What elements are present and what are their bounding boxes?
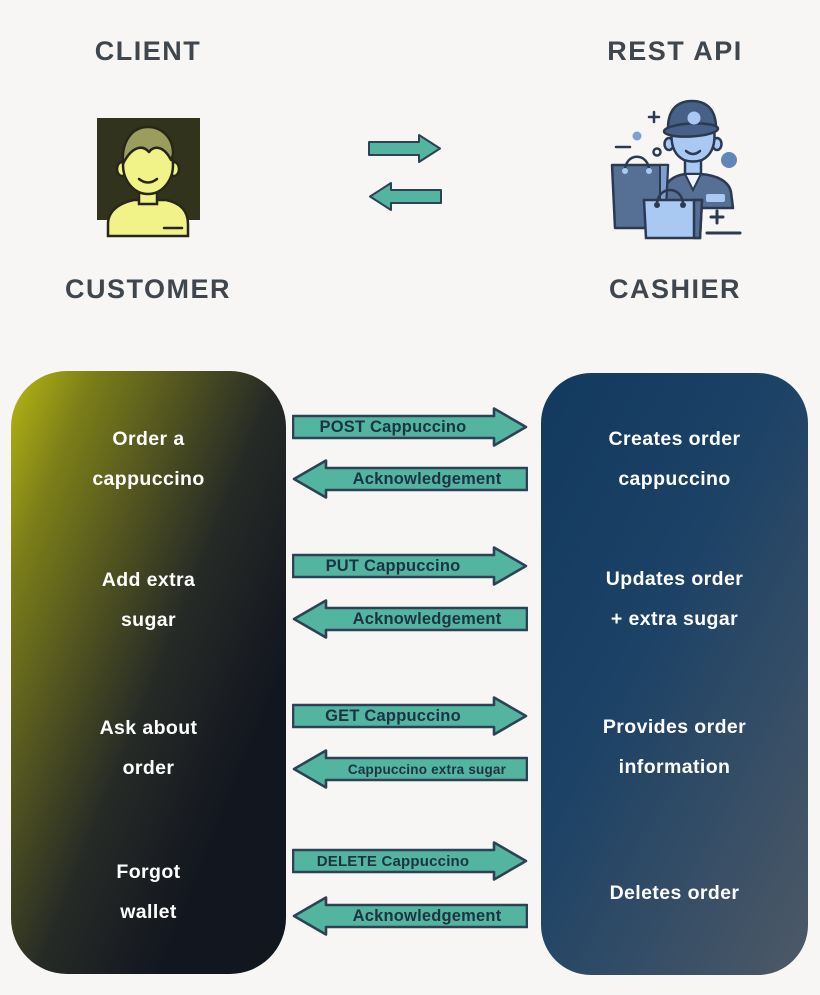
response-arrow-4: Acknowledgement [292, 896, 528, 936]
exchange-arrow-left-icon [369, 182, 442, 211]
arrow-right-shape [292, 407, 528, 447]
customer-action-2: Add extra sugar [11, 560, 286, 640]
request-arrow-get: GET Cappuccino [292, 696, 528, 736]
exchange-arrow-right-icon [368, 134, 441, 163]
customer-heading: CUSTOMER [64, 274, 231, 304]
action-line: wallet [120, 901, 177, 923]
request-label: POST Cappuccino [319, 417, 467, 436]
request-label: PUT Cappuccino [325, 556, 461, 575]
action-line: cappuccino [92, 468, 205, 490]
arrow-left-shape [292, 599, 528, 639]
client-heading: CLIENT [94, 36, 202, 66]
response-label: Cappuccino extra sugar [347, 761, 507, 777]
response-arrow-1: Acknowledgement [292, 459, 528, 499]
action-line: cappuccino [618, 468, 731, 490]
response-arrow-2: Acknowledgement [292, 599, 528, 639]
action-line: + extra sugar [610, 608, 739, 630]
response-label: Acknowledgement [352, 469, 502, 488]
arrow-right-shape [292, 546, 528, 586]
action-line: Ask about [99, 717, 198, 739]
request-label: GET Cappuccino [325, 706, 461, 725]
response-arrow-3: Cappuccino extra sugar [292, 749, 528, 789]
action-line: Deletes order [609, 882, 740, 904]
request-arrow-post: POST Cappuccino [292, 407, 528, 447]
action-line: Add extra [101, 569, 196, 591]
customer-action-3: Ask about order [11, 708, 286, 788]
arrow-left-shape [292, 459, 528, 499]
action-line: Order a [112, 428, 185, 450]
response-label: Acknowledgement [352, 906, 502, 925]
cashier-action-3: Provides order information [541, 707, 808, 787]
cashier-icon [610, 99, 742, 240]
action-line: Provides order [602, 716, 747, 738]
action-line: Updates order [605, 568, 744, 590]
cashier-action-4: Deletes order [541, 873, 808, 913]
customer-action-4: Forgot wallet [11, 852, 286, 932]
arrow-right-shape [292, 696, 528, 736]
rest-api-heading: REST API [607, 36, 743, 66]
customer-avatar-icon [97, 118, 200, 238]
cashier-panel: Creates order cappuccino Updates order +… [541, 373, 808, 975]
customer-panel: Order a cappuccino Add extra sugar Ask a… [11, 371, 286, 974]
cashier-action-2: Updates order + extra sugar [541, 559, 808, 639]
response-label: Acknowledgement [352, 609, 502, 628]
action-line: sugar [120, 609, 177, 631]
action-line: Creates order [608, 428, 741, 450]
action-line: information [618, 756, 731, 778]
arrow-left-shape [292, 896, 528, 936]
action-line: order [122, 757, 175, 779]
customer-action-1: Order a cappuccino [11, 419, 286, 499]
request-label: DELETE Cappuccino [316, 852, 470, 870]
request-arrow-put: PUT Cappuccino [292, 546, 528, 586]
action-line: Forgot [116, 861, 181, 883]
arrow-right-shape [292, 841, 528, 881]
cashier-action-1: Creates order cappuccino [541, 419, 808, 499]
arrow-left-shape [292, 749, 528, 789]
cashier-heading: CASHIER [608, 274, 741, 304]
request-arrow-delete: DELETE Cappuccino [292, 841, 528, 881]
